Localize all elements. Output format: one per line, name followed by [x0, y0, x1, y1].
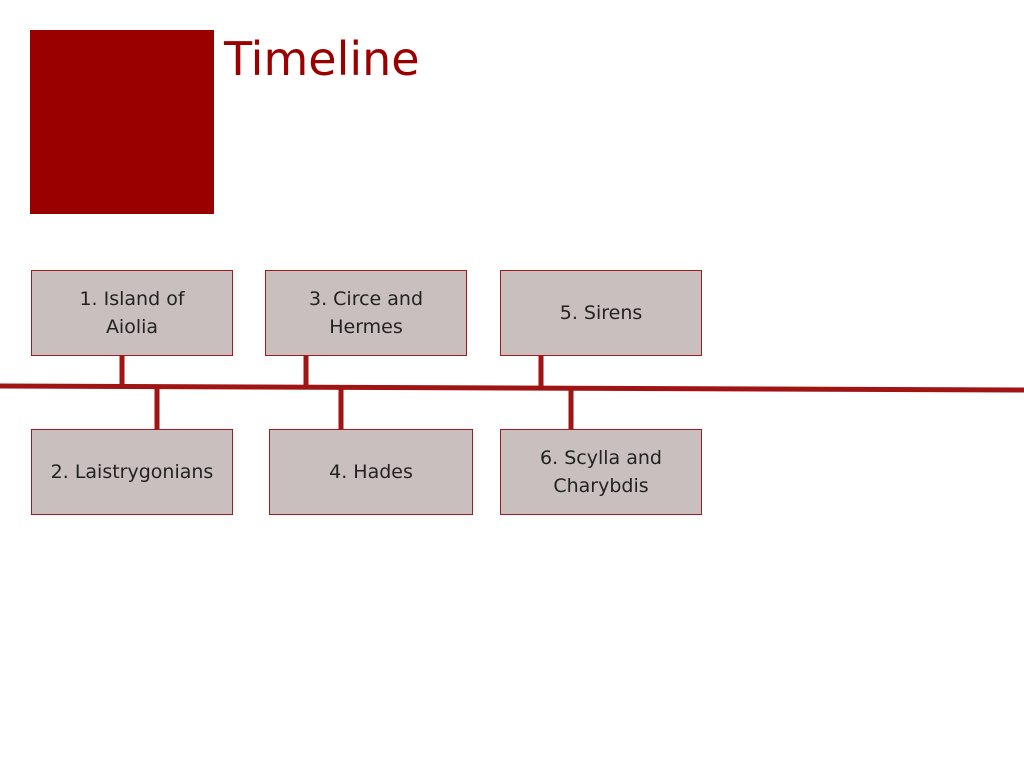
event-label: 2. Laistrygonians — [50, 461, 214, 483]
event-box-hades: 4. Hades — [269, 429, 473, 515]
event-label: 1. Island of Aiolia — [79, 288, 185, 338]
slide-title: Timeline — [224, 32, 420, 86]
event-label: 5. Sirens — [559, 302, 643, 324]
event-box-scylla-and-charybdis: 6. Scylla and Charybdis — [500, 429, 702, 515]
accent-square — [30, 30, 214, 214]
event-label: 6. Scylla and Charybdis — [540, 447, 662, 497]
event-box-circe-and-hermes: 3. Circe and Hermes — [265, 270, 467, 356]
event-label: 4. Hades — [329, 461, 413, 483]
event-box-island-of-aiolia: 1. Island of Aiolia — [31, 270, 233, 356]
event-box-sirens: 5. Sirens — [500, 270, 702, 356]
timeline-axis — [0, 383, 1024, 393]
event-box-laistrygonians: 2. Laistrygonians — [31, 429, 233, 515]
event-label: 3. Circe and Hermes — [308, 288, 424, 338]
